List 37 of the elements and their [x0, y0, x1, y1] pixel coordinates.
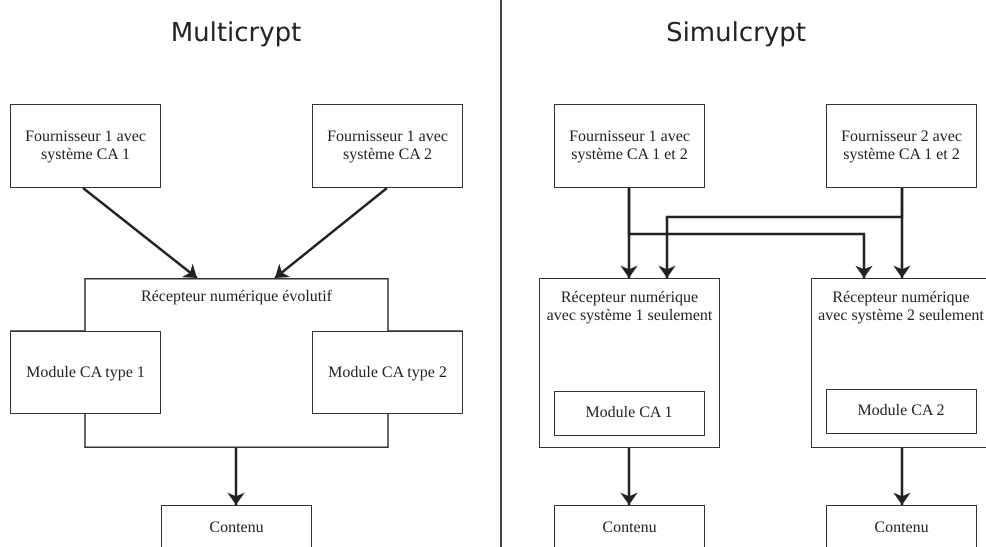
process-box — [826, 505, 977, 547]
process-box — [312, 331, 463, 414]
process-box — [10, 104, 161, 188]
process-box — [826, 388, 976, 434]
process-box — [539, 278, 720, 448]
arrow — [622, 448, 636, 505]
process-box — [826, 104, 977, 188]
process-box — [161, 505, 312, 547]
arrow — [660, 188, 904, 278]
process-box — [811, 278, 986, 448]
process-box — [554, 104, 705, 188]
process-box — [312, 104, 463, 188]
node-label: Module CA 1 — [585, 404, 673, 422]
node-label: Contenu — [602, 518, 657, 536]
arrow — [274, 187, 388, 279]
arrow — [82, 187, 198, 279]
node-label: Fournisseur 1 avec système CA 2 — [326, 128, 449, 164]
process-box — [554, 505, 705, 547]
process-box — [10, 278, 463, 448]
node-label: Module CA type 1 — [26, 364, 145, 382]
process-box — [554, 390, 704, 436]
arrow — [628, 188, 870, 278]
node-label: Récepteur numérique évolutif — [140, 288, 332, 306]
section-heading: Multicrypt — [170, 18, 302, 48]
arrow — [896, 448, 908, 505]
node-label: Fournisseur 1 avec système CA 1 et 2 — [568, 128, 691, 164]
node-label: Module CA 2 — [857, 402, 945, 420]
node-label: Contenu — [209, 518, 264, 536]
node-label: Récepteur numérique avec système 1 seulement — [546, 289, 713, 325]
node-label: Récepteur numérique avec système 2 seulement — [818, 289, 984, 325]
node-label: Contenu — [874, 518, 929, 536]
node-label: Fournisseur 1 avec système CA 1 — [24, 128, 147, 164]
node-label: Fournisseur 2 avec système CA 1 et 2 — [840, 128, 963, 164]
section-heading: Simulcrypt — [665, 18, 807, 48]
arrow — [230, 448, 242, 505]
process-box — [10, 331, 161, 414]
node-label: Module CA type 2 — [328, 364, 447, 382]
